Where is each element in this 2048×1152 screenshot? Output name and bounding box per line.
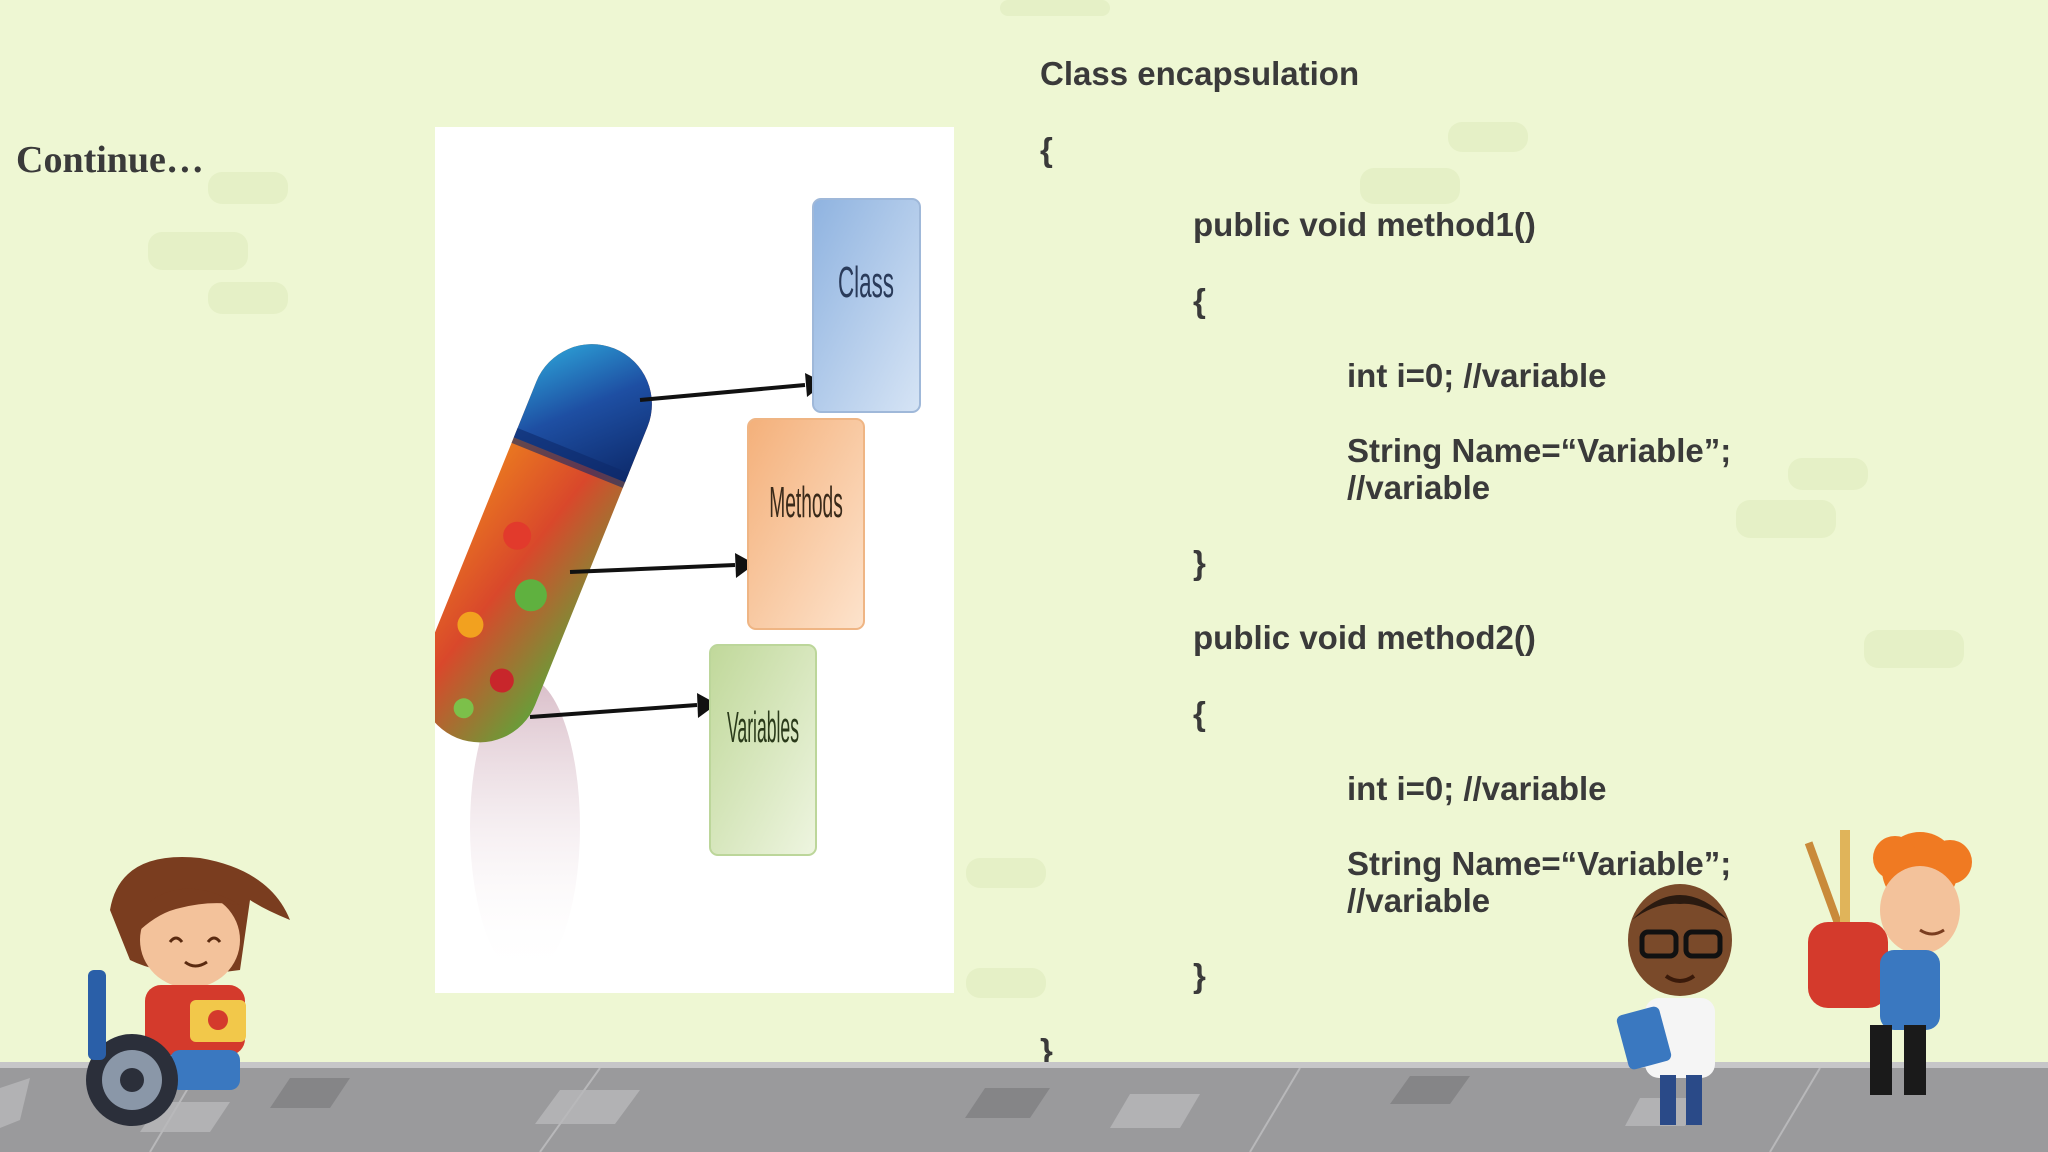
boy-with-backpack-illustration — [1800, 830, 2000, 1120]
code-line: { — [1040, 131, 1053, 168]
code-line: String Name=“Variable”; — [1347, 845, 1732, 882]
encapsulation-illustration: Class Methods Variables — [435, 127, 954, 993]
background-smudge — [1788, 458, 1868, 490]
background-smudge — [208, 172, 288, 204]
code-line: { — [1193, 282, 1206, 319]
code-line: String Name=“Variable”; — [1347, 432, 1732, 469]
code-line: public void method1() — [1193, 206, 1536, 243]
methods-box-label: Methods — [769, 480, 843, 528]
slide-title: Continue… — [16, 139, 204, 181]
code-line: int i=0; //variable — [1347, 770, 1607, 807]
code-line: } — [1193, 544, 1206, 581]
background-smudge — [1360, 168, 1460, 204]
capsule-reflection — [470, 677, 580, 977]
code-line: public void method2() — [1193, 619, 1536, 656]
code-line: //variable — [1347, 882, 1491, 919]
code-line: { — [1193, 695, 1206, 732]
background-smudge — [966, 968, 1046, 998]
arrow-to-variables — [529, 693, 717, 719]
street — [0, 1067, 2048, 1152]
background-smudge — [1000, 0, 1110, 16]
code-line: } — [1193, 957, 1206, 994]
arrow-to-class — [639, 373, 825, 402]
background-smudge — [1448, 122, 1528, 152]
code-line: int i=0; //variable — [1347, 357, 1607, 394]
background-smudge — [1864, 630, 1964, 668]
code-line: //variable — [1347, 469, 1491, 506]
girl-in-wheelchair-illustration — [70, 850, 310, 1130]
background-smudge — [1736, 500, 1836, 538]
background-smudge — [208, 282, 288, 314]
class-box-label: Class — [838, 259, 894, 307]
boy-with-book-illustration — [1600, 880, 1770, 1140]
background-smudge — [966, 858, 1046, 888]
methods-box: Methods — [747, 418, 865, 630]
variables-box: Variables — [709, 644, 817, 856]
class-box: Class — [812, 198, 921, 413]
code-line: } — [1040, 1032, 1053, 1069]
arrow-to-methods — [569, 553, 755, 578]
capsule-icon — [435, 344, 652, 743]
code-line: Class encapsulation — [1040, 55, 1360, 92]
background-smudge — [148, 232, 248, 270]
variables-box-label: Variables — [727, 703, 799, 751]
